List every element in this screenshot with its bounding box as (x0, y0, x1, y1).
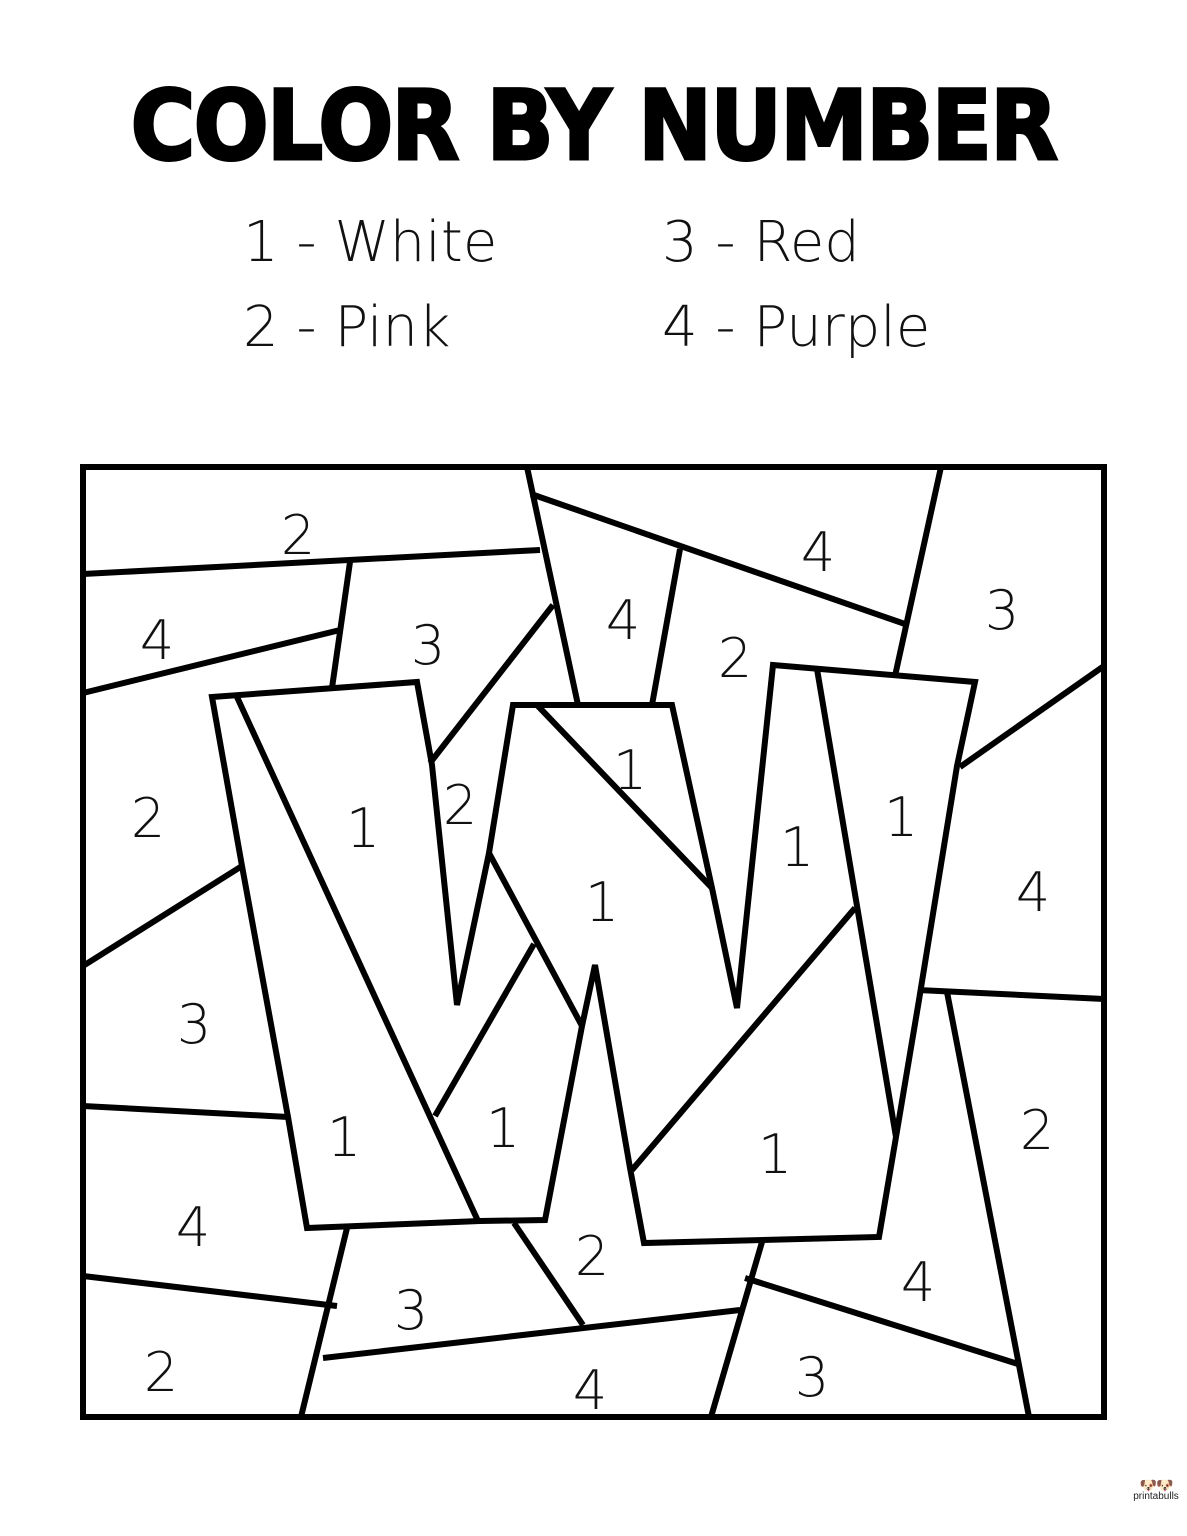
line (629, 906, 858, 1172)
bulldog-logo-icon: 🐶🐶 (1139, 1477, 1174, 1493)
legend-item-3: 3 - Red (662, 210, 860, 275)
region-number: 2 (575, 1225, 609, 1288)
line (534, 702, 715, 891)
region-number: 2 (1020, 1099, 1054, 1162)
line (322, 1307, 741, 1361)
region-number: 1 (327, 1106, 361, 1169)
region-number: 2 (718, 627, 752, 690)
region-number: 2 (443, 774, 477, 837)
region-number: 1 (613, 739, 647, 802)
region-number: 4 (176, 1196, 210, 1259)
legend-column-left: 1 - White 2 - Pink (243, 210, 497, 360)
line (82, 1103, 289, 1120)
region-number: 3 (985, 579, 1019, 642)
region-number: 1 (780, 816, 814, 879)
legend-column-right: 3 - Red 4 - Purple (662, 210, 930, 360)
region-number: 2 (131, 787, 165, 850)
line (511, 1221, 586, 1327)
region-number: 4 (801, 521, 835, 584)
line (944, 991, 1032, 1418)
line (814, 668, 899, 1138)
region-number: 1 (486, 1097, 520, 1160)
legend-item-2: 2 - Pink (243, 295, 451, 360)
region-number: 4 (606, 589, 640, 652)
line (917, 987, 1105, 1002)
line (427, 603, 556, 765)
line (530, 491, 906, 627)
line (298, 1227, 350, 1418)
line (432, 942, 537, 1118)
region-number: 3 (795, 1346, 829, 1409)
region-number: 1 (758, 1123, 792, 1186)
puzzle-lines (80, 464, 1107, 1420)
region-number: 1 (346, 797, 380, 860)
line (524, 466, 581, 706)
region-number: 1 (585, 871, 619, 934)
puzzle-frame (80, 464, 1107, 1420)
region-number: 1 (884, 786, 918, 849)
line (649, 548, 683, 706)
line (81, 863, 244, 969)
line (892, 466, 944, 677)
region-number: 2 (144, 1341, 178, 1404)
region-number: 4 (901, 1251, 935, 1314)
line (82, 1273, 338, 1309)
region-number: 4 (1016, 861, 1050, 924)
legend-item-4: 4 - Purple (662, 295, 931, 360)
line (82, 547, 541, 577)
line (958, 663, 1106, 770)
region-number: 3 (394, 1279, 428, 1342)
brand-name: printabulls (1133, 1491, 1179, 1502)
region-number: 3 (177, 993, 211, 1056)
region-number: 3 (411, 614, 445, 677)
brand-logo: 🐶🐶 printabulls (1128, 1478, 1184, 1502)
line (708, 1241, 765, 1418)
line (234, 695, 481, 1223)
line (744, 1275, 1019, 1367)
line (486, 851, 585, 1028)
region-number: 4 (140, 609, 174, 672)
region-number: 4 (573, 1359, 607, 1422)
legend-item-1: 1 - White (243, 210, 498, 275)
page-title: COLOR BY NUMBER (129, 69, 1059, 184)
line (329, 561, 353, 689)
line (82, 627, 341, 696)
region-number: 2 (281, 504, 315, 567)
